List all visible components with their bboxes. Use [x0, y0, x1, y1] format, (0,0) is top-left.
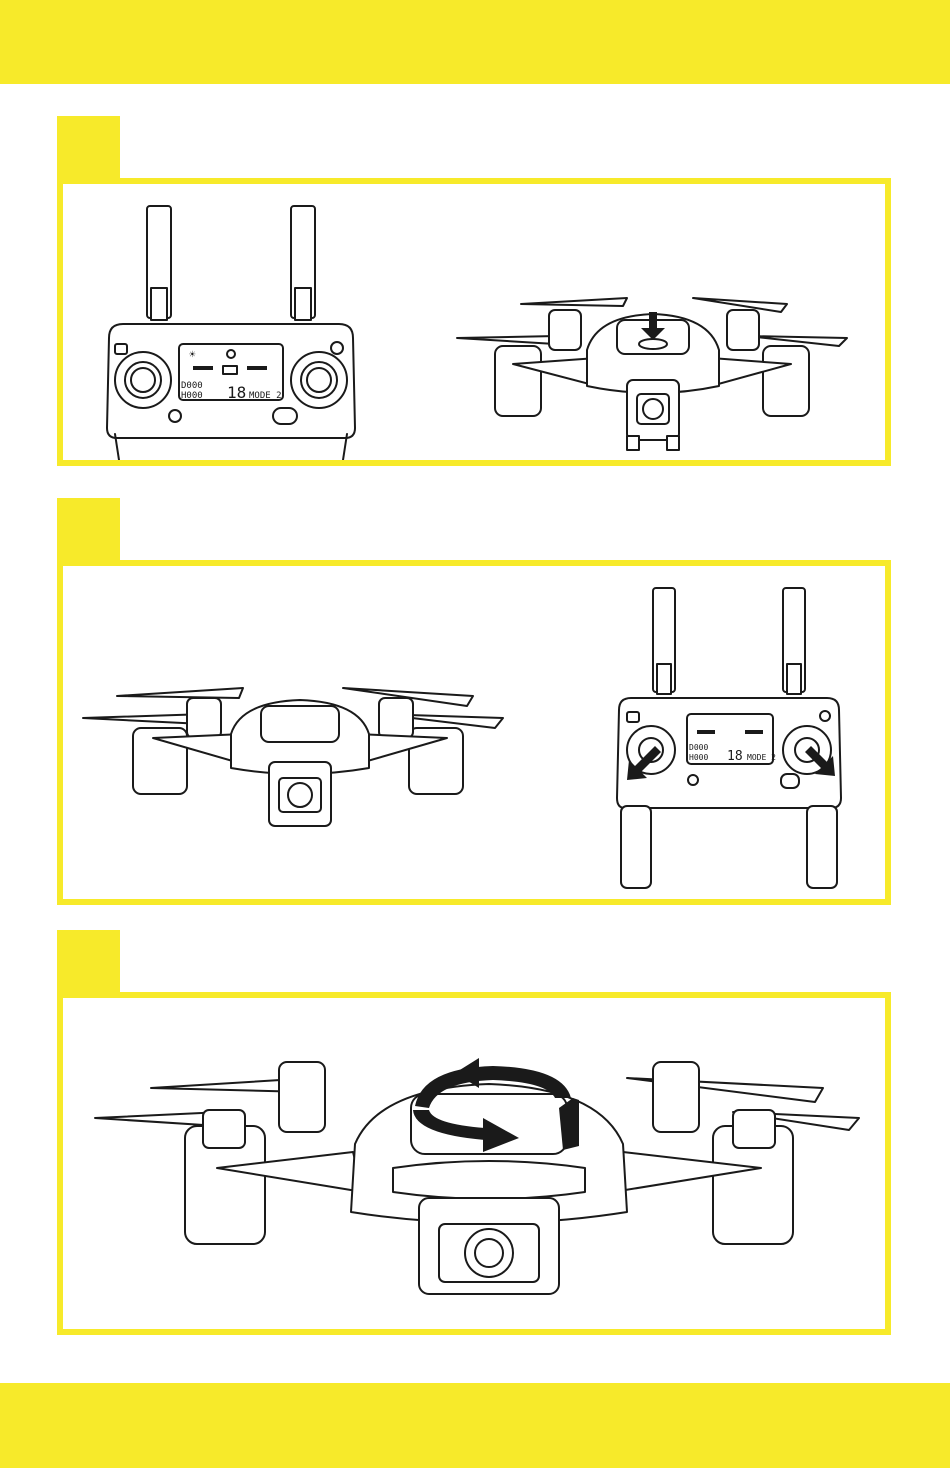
- left-rear-propeller: [457, 336, 557, 344]
- remote-controller-sticks-down-out: D000 H000 18 MODE 2: [617, 588, 841, 888]
- left-motor-arm: [495, 346, 541, 416]
- lcd-mode: MODE 2: [747, 753, 776, 762]
- lcd-signal-bar-left: [193, 366, 213, 370]
- step-1-tab: [57, 116, 120, 179]
- step-1-illustration: ☀ D000 H000 18 MODE 2: [63, 184, 885, 460]
- step-3-illustration: [63, 998, 885, 1329]
- right-antenna-hinge: [295, 288, 311, 320]
- right-motor-arm: [763, 346, 809, 416]
- lcd-camera-icon: [223, 366, 237, 374]
- lcd-mode: MODE 2: [249, 391, 282, 401]
- step-3-panel: [57, 992, 891, 1335]
- right-rear-propeller: [747, 336, 847, 346]
- drone-top-cover: [261, 706, 339, 742]
- drone-calibration-rotate: [95, 1058, 859, 1294]
- power-switch: [781, 774, 799, 788]
- lcd-sun-icon: ☀: [189, 348, 196, 361]
- right-front-motor: [379, 698, 413, 738]
- lcd-signal-bar-right: [745, 730, 763, 734]
- left-antenna-hinge: [657, 664, 671, 694]
- home-button-icon: [820, 711, 830, 721]
- left-antenna-hinge: [151, 288, 167, 320]
- lcd-height: H000: [689, 753, 708, 762]
- right-landing-foot: [667, 436, 679, 450]
- home-button-icon: [331, 342, 343, 354]
- left-front-motor: [279, 1062, 325, 1132]
- drone-front-view: [83, 688, 503, 826]
- lcd-distance: D000: [181, 381, 203, 391]
- camera-lens-inner: [475, 1239, 503, 1267]
- bottom-footer-band: [0, 1383, 950, 1468]
- camera-lens: [643, 399, 663, 419]
- step-2-panel: D000 H000 18 MODE 2: [57, 560, 891, 905]
- right-phone-holder: [807, 806, 837, 888]
- step-2-tab: [57, 498, 120, 561]
- power-button: [639, 339, 667, 349]
- photo-button-icon: [627, 712, 639, 722]
- right-motor-cap: [733, 1110, 775, 1148]
- left-front-propeller: [521, 298, 627, 306]
- lcd-satellites: 18: [227, 383, 246, 402]
- step-1-panel: ☀ D000 H000 18 MODE 2: [57, 178, 891, 466]
- lcd-signal-bar-left: [697, 730, 715, 734]
- lcd-satellites: 18: [727, 749, 743, 764]
- left-front-propeller: [117, 688, 243, 698]
- left-front-motor: [187, 698, 221, 738]
- lcd-gps-icon: [227, 350, 235, 358]
- photo-button-icon: [115, 344, 127, 354]
- right-antenna-hinge: [787, 664, 801, 694]
- right-stick-cap: [307, 368, 331, 392]
- right-front-motor: [727, 310, 759, 350]
- lock-button-icon: [688, 775, 698, 785]
- front-nose: [393, 1161, 585, 1199]
- right-front-motor: [653, 1062, 699, 1132]
- left-motor-cap: [203, 1110, 245, 1148]
- lcd-height: H000: [181, 391, 203, 401]
- remote-controller: ☀ D000 H000 18 MODE 2: [107, 206, 355, 460]
- step-3-tab: [57, 930, 120, 993]
- drone-power-button-press: [457, 298, 847, 450]
- left-landing-foot: [627, 436, 639, 450]
- left-front-motor: [549, 310, 581, 350]
- top-header-band: [0, 0, 950, 84]
- left-phone-holder: [621, 806, 651, 888]
- lcd-distance: D000: [689, 743, 708, 752]
- lock-button-icon: [169, 410, 181, 422]
- camera-lens: [288, 783, 312, 807]
- power-switch: [273, 408, 297, 424]
- left-stick-cap: [131, 368, 155, 392]
- step-2-illustration: D000 H000 18 MODE 2: [63, 566, 885, 899]
- lcd-signal-bar-right: [247, 366, 267, 370]
